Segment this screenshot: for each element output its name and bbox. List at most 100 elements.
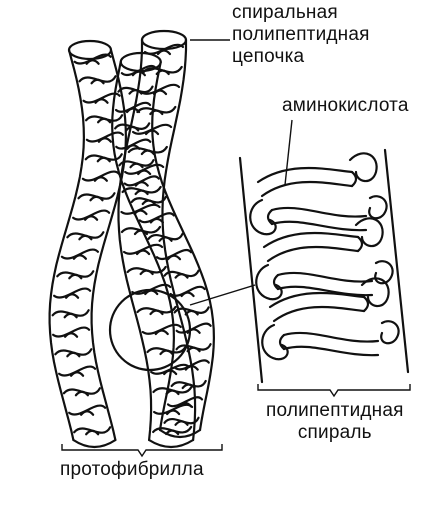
amino-acid-segment — [276, 285, 374, 297]
strand-left — [48, 39, 127, 449]
strand-left-residue — [68, 273, 83, 280]
strand-left-residue — [69, 371, 85, 377]
strand-right-residue — [134, 181, 149, 187]
strand-right-loop — [169, 285, 206, 297]
strand-right-loop — [120, 65, 157, 77]
amino-acid-segment-end — [362, 295, 370, 313]
strand-left-loop — [72, 209, 111, 221]
strand-left-loop — [68, 404, 107, 416]
strand-left-loop — [81, 170, 120, 182]
amino-acid-segment-end — [266, 208, 274, 226]
amino-acid-segment — [256, 166, 354, 184]
strand-middle-loop — [120, 203, 161, 215]
strand-left-loop — [82, 92, 121, 104]
strand-left-residue — [89, 195, 104, 202]
strand-middle-loop — [139, 83, 181, 95]
helix-detail-boundary-left — [238, 156, 264, 384]
strand-middle-residue — [135, 249, 151, 256]
strand-right-edge-left — [111, 60, 175, 432]
strand-middle-loop — [124, 163, 165, 175]
amino-acid-residue — [261, 323, 289, 361]
strand-middle-bottom-cap — [147, 438, 195, 449]
strand-right-residue — [141, 199, 156, 206]
strand-right-residue — [125, 125, 140, 132]
strand-middle-residue — [133, 229, 149, 236]
strand-right-bottom-cap — [158, 428, 202, 439]
amino-acid-label: аминокислота — [282, 95, 409, 116]
strand-left-loop — [60, 248, 99, 260]
strand-left-residue — [72, 254, 87, 260]
strand-right-residue — [180, 291, 195, 298]
amino-acid-segment — [282, 331, 380, 343]
strand-right-residue — [177, 401, 193, 408]
strand-middle-residue — [156, 49, 172, 56]
strand-right-loop — [115, 138, 152, 150]
strand-right-edge-right — [151, 60, 215, 432]
helix-detail — [238, 148, 410, 384]
strand-right-residue — [174, 420, 189, 426]
strand-left-residue — [94, 98, 109, 104]
strand-middle-residue — [149, 309, 164, 316]
strand-right-residue — [131, 70, 146, 77]
amino-acid-residue — [360, 277, 390, 308]
strand-left-residue — [80, 410, 95, 416]
amino-acid-segment — [272, 305, 366, 323]
polypeptide-chain-label-line-2: полипептидная — [232, 24, 370, 45]
strand-right-residue — [186, 346, 201, 353]
magnify-circle — [108, 288, 192, 372]
strand-middle-loop — [122, 243, 164, 255]
amino-acid-segment-end — [356, 235, 364, 253]
strand-right — [111, 51, 215, 439]
strand-right-loop — [173, 359, 210, 371]
amino-acid-residue — [348, 152, 378, 183]
polypeptide-helix-label-line-2: спираль — [297, 422, 372, 443]
strand-middle-residue — [140, 149, 155, 156]
strand-left-residue — [97, 137, 112, 143]
strand-left-edge-right — [90, 48, 127, 442]
strand-right-loop — [175, 322, 212, 334]
strand-middle-residue — [159, 349, 174, 356]
strand-left-residue — [66, 351, 81, 358]
strand-left-residue — [74, 390, 89, 397]
strand-right-loop — [114, 101, 152, 113]
strand-right-loop — [138, 212, 175, 224]
strand-right-residue — [125, 107, 141, 114]
amino-acid-residue — [255, 263, 283, 301]
strand-middle-edge-right — [161, 38, 197, 442]
strand-left-residue — [90, 78, 105, 85]
amino-acid-residue — [354, 217, 384, 248]
strand-right-residue — [166, 254, 182, 261]
strand-left-loop — [85, 131, 124, 143]
amino-acid-segment — [266, 245, 360, 263]
strand-right-loop — [155, 249, 193, 261]
strand-left-residue — [85, 59, 100, 65]
strand-left-residue — [85, 429, 100, 436]
polypeptide-helix-brace — [257, 384, 411, 398]
strand-left-residue — [84, 215, 99, 221]
strand-left-residue — [96, 156, 111, 163]
strand-left-loop — [52, 287, 92, 299]
protofibril-label: протофибрилла — [60, 459, 204, 480]
strand-middle-residue — [139, 269, 154, 276]
strand-middle-top-cap — [140, 29, 188, 51]
strand-right-loop — [123, 175, 160, 187]
magnify-leader — [189, 284, 256, 306]
polypeptide-chain-label-line-1: спиральная — [232, 2, 338, 23]
polypeptide-helix-label-line-1: полипептидная — [266, 400, 404, 421]
strand-right-residue — [184, 365, 199, 371]
amino-acid-segment — [282, 345, 380, 357]
strand-right-residue — [158, 236, 173, 242]
amino-acid-residue — [368, 195, 388, 220]
strand-left-edge-left — [48, 48, 85, 442]
polypeptide-helix-label: полипептидная спираль — [266, 400, 404, 444]
strand-right-residue — [149, 217, 164, 224]
amino-acid-residue — [374, 260, 394, 285]
strand-left-residue — [93, 176, 108, 182]
strand-left-residue — [96, 117, 112, 124]
polypeptide-chain-label: спиральная полипептидная цепочка — [232, 2, 370, 68]
amino-acid-segment — [270, 206, 368, 218]
strand-middle-residue — [137, 169, 152, 176]
amino-acid-segment — [262, 231, 360, 249]
amino-acid-segment-end — [278, 333, 286, 351]
strand-right-residue — [174, 273, 189, 279]
